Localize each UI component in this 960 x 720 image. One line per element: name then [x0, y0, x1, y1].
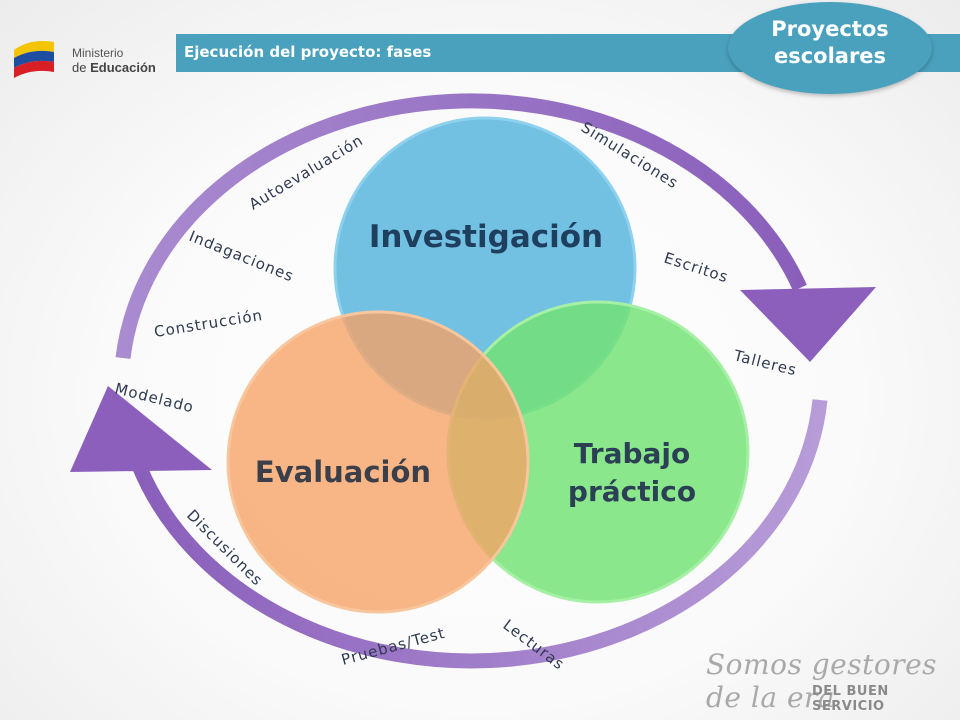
page-title: Ejecución del proyecto: fases [184, 43, 432, 61]
label-trabajo-line1: Trabajo [574, 437, 691, 470]
label-evaluacion: Evaluación [255, 455, 431, 489]
phase-autoevaluacion: Autoevaluación [246, 131, 367, 213]
badge-line-1: Proyectos [771, 17, 889, 41]
ministerio-logo: Ministerio de Educación [10, 30, 170, 86]
arrowhead-top-icon [740, 287, 876, 362]
proyectos-badge: Proyectos escolares [728, 2, 932, 94]
cycle-arrow-bottom [133, 399, 828, 669]
phase-talleres: Talleres [731, 346, 799, 379]
flag-wing-icon [14, 41, 54, 78]
slogan-line-1: Somos gestores de la era [706, 648, 938, 714]
logo-ministerio-text: Ministerio [72, 46, 124, 60]
slogan-line-2: DEL BUEN SERVICIO [812, 684, 889, 714]
label-investigacion: Investigación [369, 219, 603, 255]
circle-evaluacion [226, 310, 530, 614]
label-trabajo-line2: práctico [568, 475, 696, 508]
badge-line-2: escolares [773, 44, 887, 68]
phase-indagaciones: Indagaciones [187, 227, 297, 285]
phase-escritos: Escritos [662, 249, 731, 287]
phase-construccion: Construcción [153, 306, 264, 341]
cycle-arrow-top [115, 93, 807, 359]
logo-educacion-text: de Educación [72, 60, 156, 75]
arrowhead-bottom-icon [70, 386, 212, 472]
